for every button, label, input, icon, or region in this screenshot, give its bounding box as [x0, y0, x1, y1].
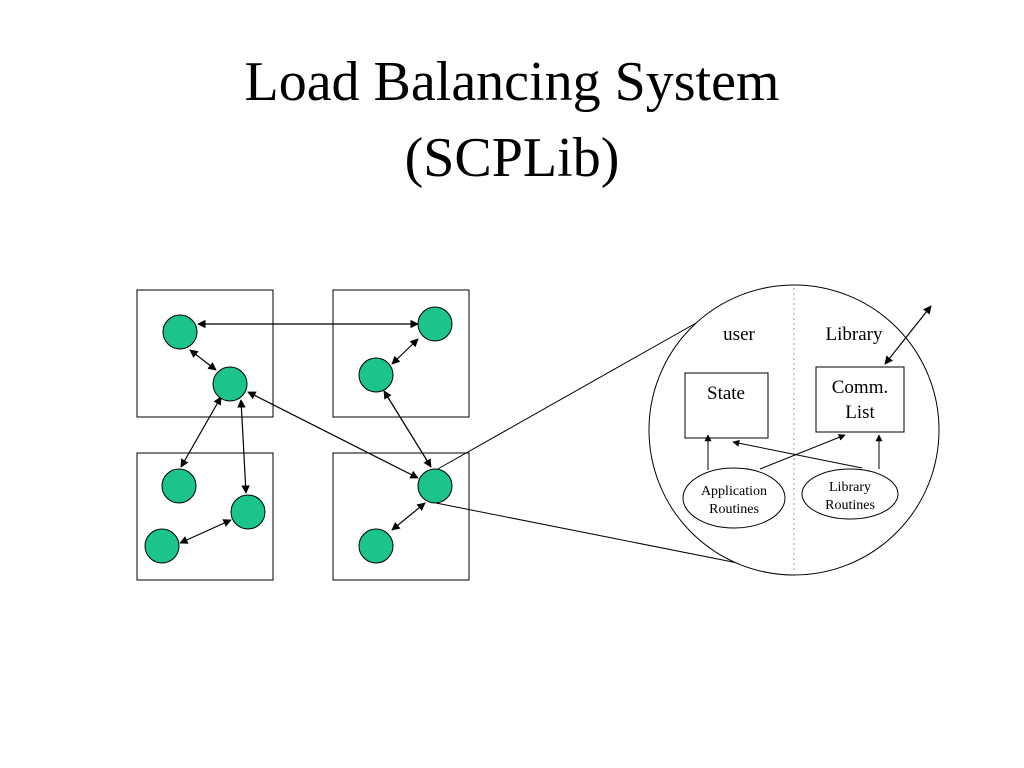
arrow-lib-to-state — [732, 439, 863, 469]
state-label: State — [707, 383, 745, 404]
library-routines-line1: Library — [829, 480, 871, 495]
node — [417, 306, 453, 342]
node — [230, 494, 266, 530]
processor-box-top-left — [136, 289, 274, 418]
application-routines-line2: Routines — [709, 502, 759, 517]
arrow-comm-external — [884, 305, 932, 365]
node — [358, 528, 394, 564]
node — [417, 468, 453, 504]
zoom-line-upper — [435, 313, 713, 471]
comm-list-label-line1: Comm. — [832, 377, 888, 398]
edge-tl1-tl2 — [189, 349, 217, 371]
edge-tl2-bl2 — [237, 399, 250, 494]
processor-box-top-right — [332, 289, 470, 418]
edge-bl3-bl2 — [179, 519, 232, 544]
processor-box-bottom-right — [332, 452, 470, 581]
state-box — [684, 372, 769, 439]
arrow-app-to-comm — [759, 434, 846, 470]
edge-tl2-bl1 — [180, 396, 222, 468]
slide-title-line-2: (SCPLib) — [404, 127, 620, 189]
library-routines-ellipse — [801, 468, 899, 520]
user-label: user — [723, 324, 755, 345]
comm-list-label-line2: List — [845, 402, 875, 423]
edge-br2-br1 — [391, 502, 426, 531]
application-routines-ellipse — [682, 467, 786, 529]
slide-title-line-1: Load Balancing System — [244, 51, 780, 113]
node — [162, 314, 198, 350]
zoom-line-lower — [435, 502, 779, 572]
comm-list-box — [815, 366, 905, 433]
edge-tr2-br1 — [383, 390, 432, 468]
node — [358, 357, 394, 393]
nodes — [144, 306, 453, 564]
node — [144, 528, 180, 564]
library-label: Library — [826, 324, 883, 345]
edge-tr1-tr2 — [391, 338, 419, 365]
application-routines-line1: Application — [701, 484, 767, 499]
library-routines-line2: Routines — [825, 498, 875, 513]
node — [161, 468, 197, 504]
node — [212, 366, 248, 402]
